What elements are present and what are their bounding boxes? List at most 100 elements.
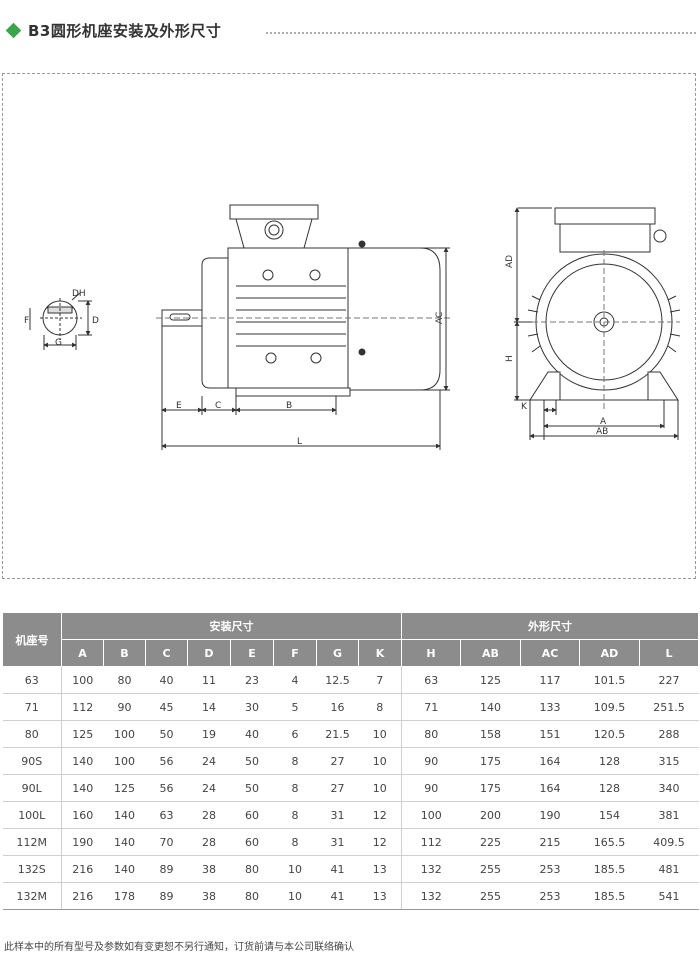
- table-cell: 165.5: [579, 828, 640, 856]
- table-cell: 315: [639, 747, 699, 775]
- table-cell: 50: [230, 774, 274, 802]
- table-cell: 63: [401, 666, 461, 694]
- table-cell: 45: [145, 693, 188, 721]
- table-cell: 125: [61, 720, 104, 748]
- table-cell: 12.5: [316, 666, 359, 694]
- column-header-f: F: [273, 639, 317, 667]
- frame-size-cell: 112M: [2, 828, 62, 856]
- frame-size-cell: 90S: [2, 747, 62, 775]
- table-cell: 253: [520, 855, 580, 883]
- table-cell: 185.5: [579, 882, 640, 910]
- table-cell: 8: [273, 828, 317, 856]
- table-cell: 80: [230, 855, 274, 883]
- frame-size-cell: 100L: [2, 801, 62, 829]
- table-cell: 100: [61, 666, 104, 694]
- table-cell: 60: [230, 828, 274, 856]
- frame-size-cell: 132S: [2, 855, 62, 883]
- table-cell: 89: [145, 855, 188, 883]
- column-header-c: C: [145, 639, 188, 667]
- motor-side-view: [156, 204, 450, 450]
- table-cell: 100: [401, 801, 461, 829]
- table-cell: 30: [230, 693, 274, 721]
- section-header: B3圆形机座安装及外形尺寸: [4, 20, 696, 44]
- table-cell: 175: [460, 774, 521, 802]
- table-cell: 50: [145, 720, 188, 748]
- table-cell: 23: [230, 666, 274, 694]
- frame-size-cell: 63: [2, 666, 62, 694]
- table-cell: 11: [187, 666, 231, 694]
- column-header-a: A: [61, 639, 104, 667]
- table-cell: 10: [358, 747, 402, 775]
- table-cell: 40: [230, 720, 274, 748]
- table-cell: 112: [61, 693, 104, 721]
- table-cell: 13: [358, 855, 402, 883]
- table-cell: 125: [103, 774, 146, 802]
- table-cell: 200: [460, 801, 521, 829]
- table-cell: 8: [273, 774, 317, 802]
- table-cell: 164: [520, 747, 580, 775]
- table-cell: 27: [316, 774, 359, 802]
- frame-size-cell: 80: [2, 720, 62, 748]
- table-cell: 40: [145, 666, 188, 694]
- motor-dimension-drawing: DH F D G: [24, 204, 681, 450]
- dim-label-e: E: [176, 401, 182, 411]
- table-cell: 140: [460, 693, 521, 721]
- table-cell: 481: [639, 855, 699, 883]
- dim-label-h: H: [505, 355, 515, 362]
- dim-label-a: A: [600, 417, 607, 427]
- table-cell: 178: [103, 882, 146, 910]
- table-cell: 31: [316, 801, 359, 829]
- column-header-d: D: [187, 639, 231, 667]
- table-cell: 128: [579, 747, 640, 775]
- table-cell: 112: [401, 828, 461, 856]
- table-cell: 80: [401, 720, 461, 748]
- table-cell: 80: [230, 882, 274, 910]
- dim-label-f: F: [24, 316, 29, 326]
- dim-label-d: D: [92, 316, 99, 326]
- table-cell: 190: [61, 828, 104, 856]
- table-cell: 14: [187, 693, 231, 721]
- table-cell: 140: [61, 774, 104, 802]
- dim-label-b: B: [286, 401, 292, 411]
- table-cell: 164: [520, 774, 580, 802]
- table-cell: 70: [145, 828, 188, 856]
- table-cell: 60: [230, 801, 274, 829]
- table-cell: 227: [639, 666, 699, 694]
- table-cell: 56: [145, 747, 188, 775]
- dim-label-g: G: [55, 338, 62, 348]
- table-cell: 10: [358, 774, 402, 802]
- table-cell: 24: [187, 774, 231, 802]
- table-cell: 21.5: [316, 720, 359, 748]
- table-cell: 8: [358, 693, 402, 721]
- table-cell: 16: [316, 693, 359, 721]
- table-cell: 41: [316, 855, 359, 883]
- table-cell: 133: [520, 693, 580, 721]
- table-cell: 6: [273, 720, 317, 748]
- install-dimensions-header: 安装尺寸: [61, 612, 402, 640]
- table-cell: 190: [520, 801, 580, 829]
- table-cell: 225: [460, 828, 521, 856]
- table-cell: 253: [520, 882, 580, 910]
- table-cell: 117: [520, 666, 580, 694]
- dim-label-ac: AC: [435, 312, 445, 324]
- table-cell: 12: [358, 801, 402, 829]
- table-cell: 100: [103, 747, 146, 775]
- dim-label-k: K: [521, 402, 528, 412]
- table-cell: 63: [145, 801, 188, 829]
- table-cell: 132: [401, 855, 461, 883]
- table-cell: 158: [460, 720, 521, 748]
- table-cell: 154: [579, 801, 640, 829]
- frame-size-cell: 132M: [2, 882, 62, 910]
- table-cell: 7: [358, 666, 402, 694]
- dim-label-ab: AB: [596, 427, 608, 437]
- table-cell: 10: [273, 882, 317, 910]
- table-cell: 8: [273, 747, 317, 775]
- table-cell: 50: [230, 747, 274, 775]
- dim-label-l: L: [297, 437, 302, 447]
- table-cell: 140: [103, 801, 146, 829]
